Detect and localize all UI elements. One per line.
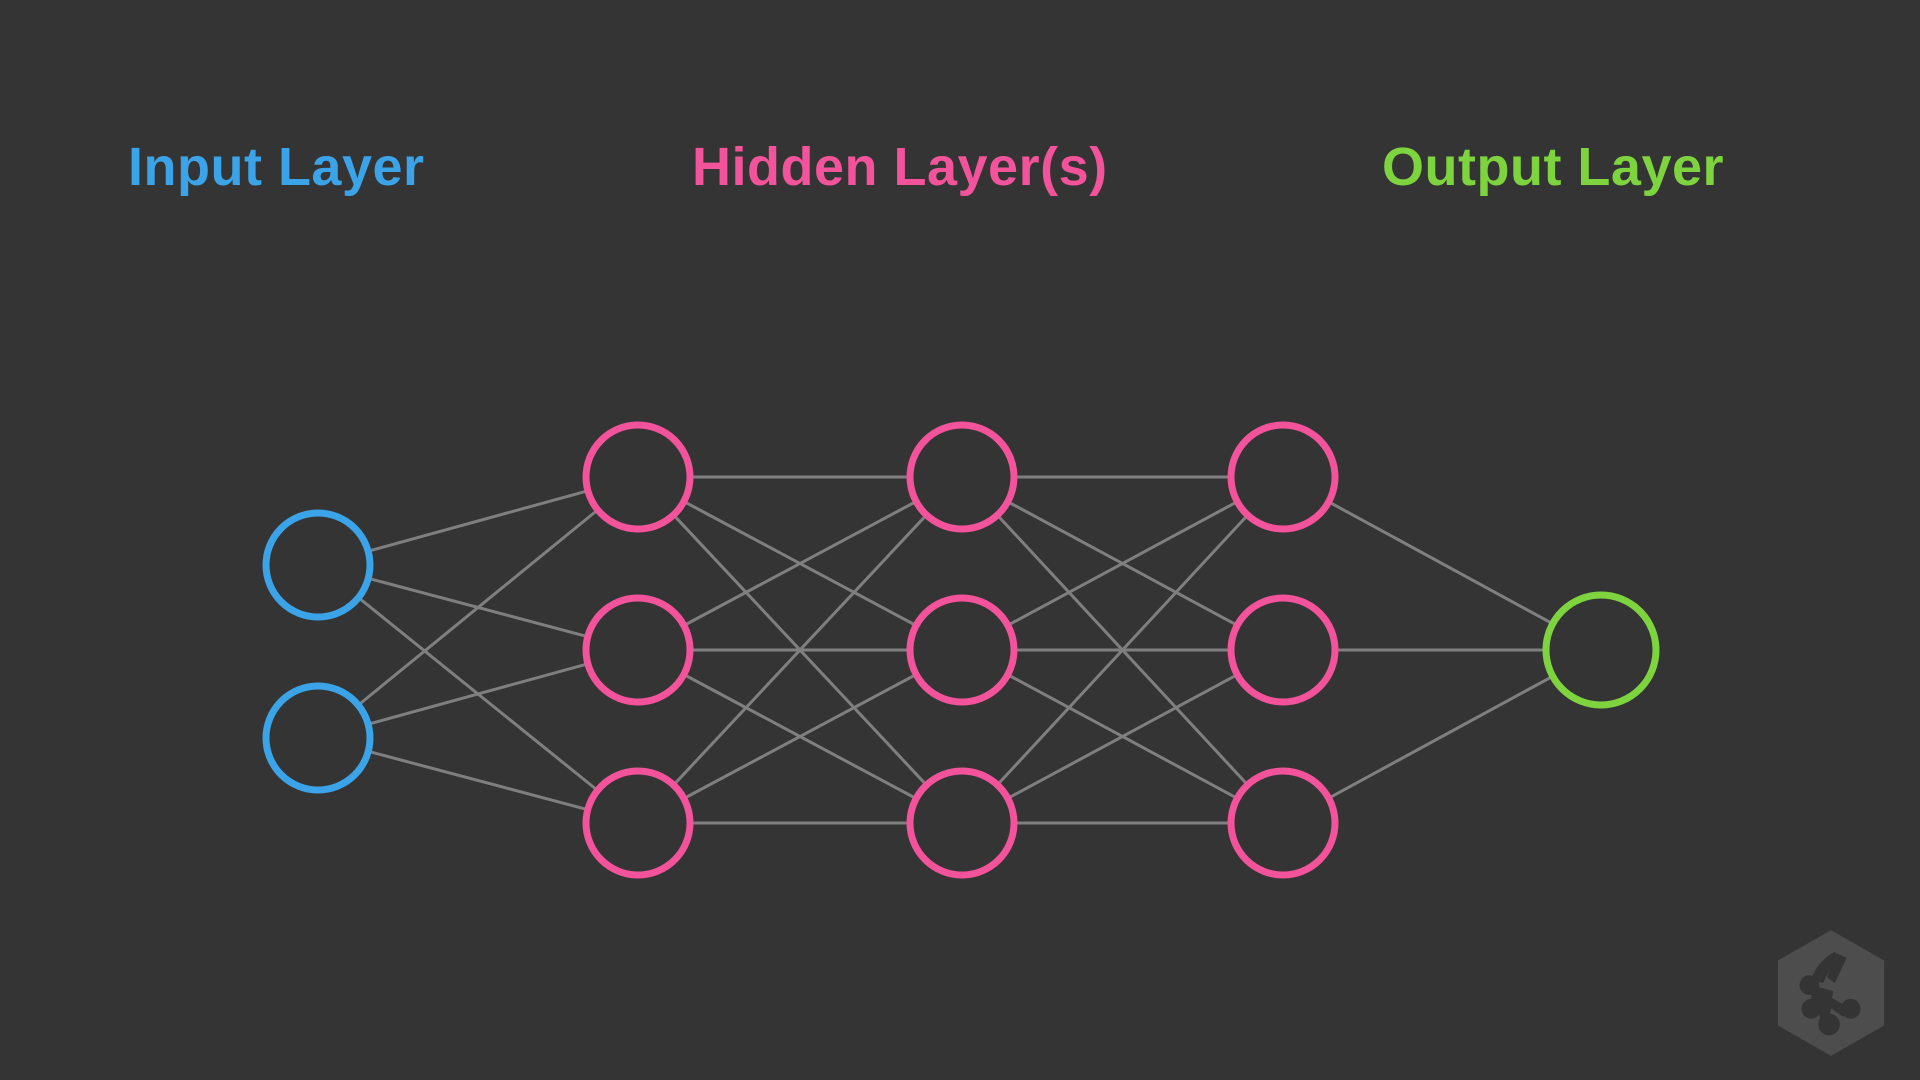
connection-edge	[672, 513, 928, 787]
neuron-node-h3b	[1227, 594, 1339, 706]
connection-edge	[366, 749, 590, 812]
connection-edge	[1006, 500, 1239, 627]
connection-edge	[682, 672, 918, 801]
neuron-node-i2	[262, 682, 374, 794]
neuron-node-h2b	[906, 594, 1018, 706]
neuron-node-h2a	[906, 421, 1018, 533]
neuron-node-h2c	[906, 767, 1018, 879]
neuron-nodes	[262, 421, 1660, 879]
connection-edge	[682, 499, 918, 628]
neuron-node-i1	[262, 509, 374, 621]
connection-edge	[356, 508, 600, 707]
neuron-node-h3c	[1227, 767, 1339, 879]
hidden-layer-label: Hidden Layer(s)	[692, 137, 1108, 197]
connection-edge	[1327, 500, 1555, 626]
connection-edge	[1327, 674, 1555, 800]
treehouse-hexagon-logo-icon	[1777, 930, 1885, 1056]
output-layer-label: Output Layer	[1382, 137, 1725, 197]
neuron-node-h1a	[582, 421, 694, 533]
connection-edge	[1006, 673, 1239, 800]
connection-edges	[356, 475, 1555, 825]
input-layer-label: Input Layer	[128, 137, 425, 197]
neuron-node-h3a	[1227, 421, 1339, 533]
neuron-node-h1c	[582, 767, 694, 879]
connection-edge	[366, 489, 590, 553]
neuron-node-o1	[1542, 591, 1660, 709]
connection-edge	[995, 513, 1250, 787]
neuron-node-h1b	[582, 594, 694, 706]
connection-edge	[366, 662, 590, 726]
